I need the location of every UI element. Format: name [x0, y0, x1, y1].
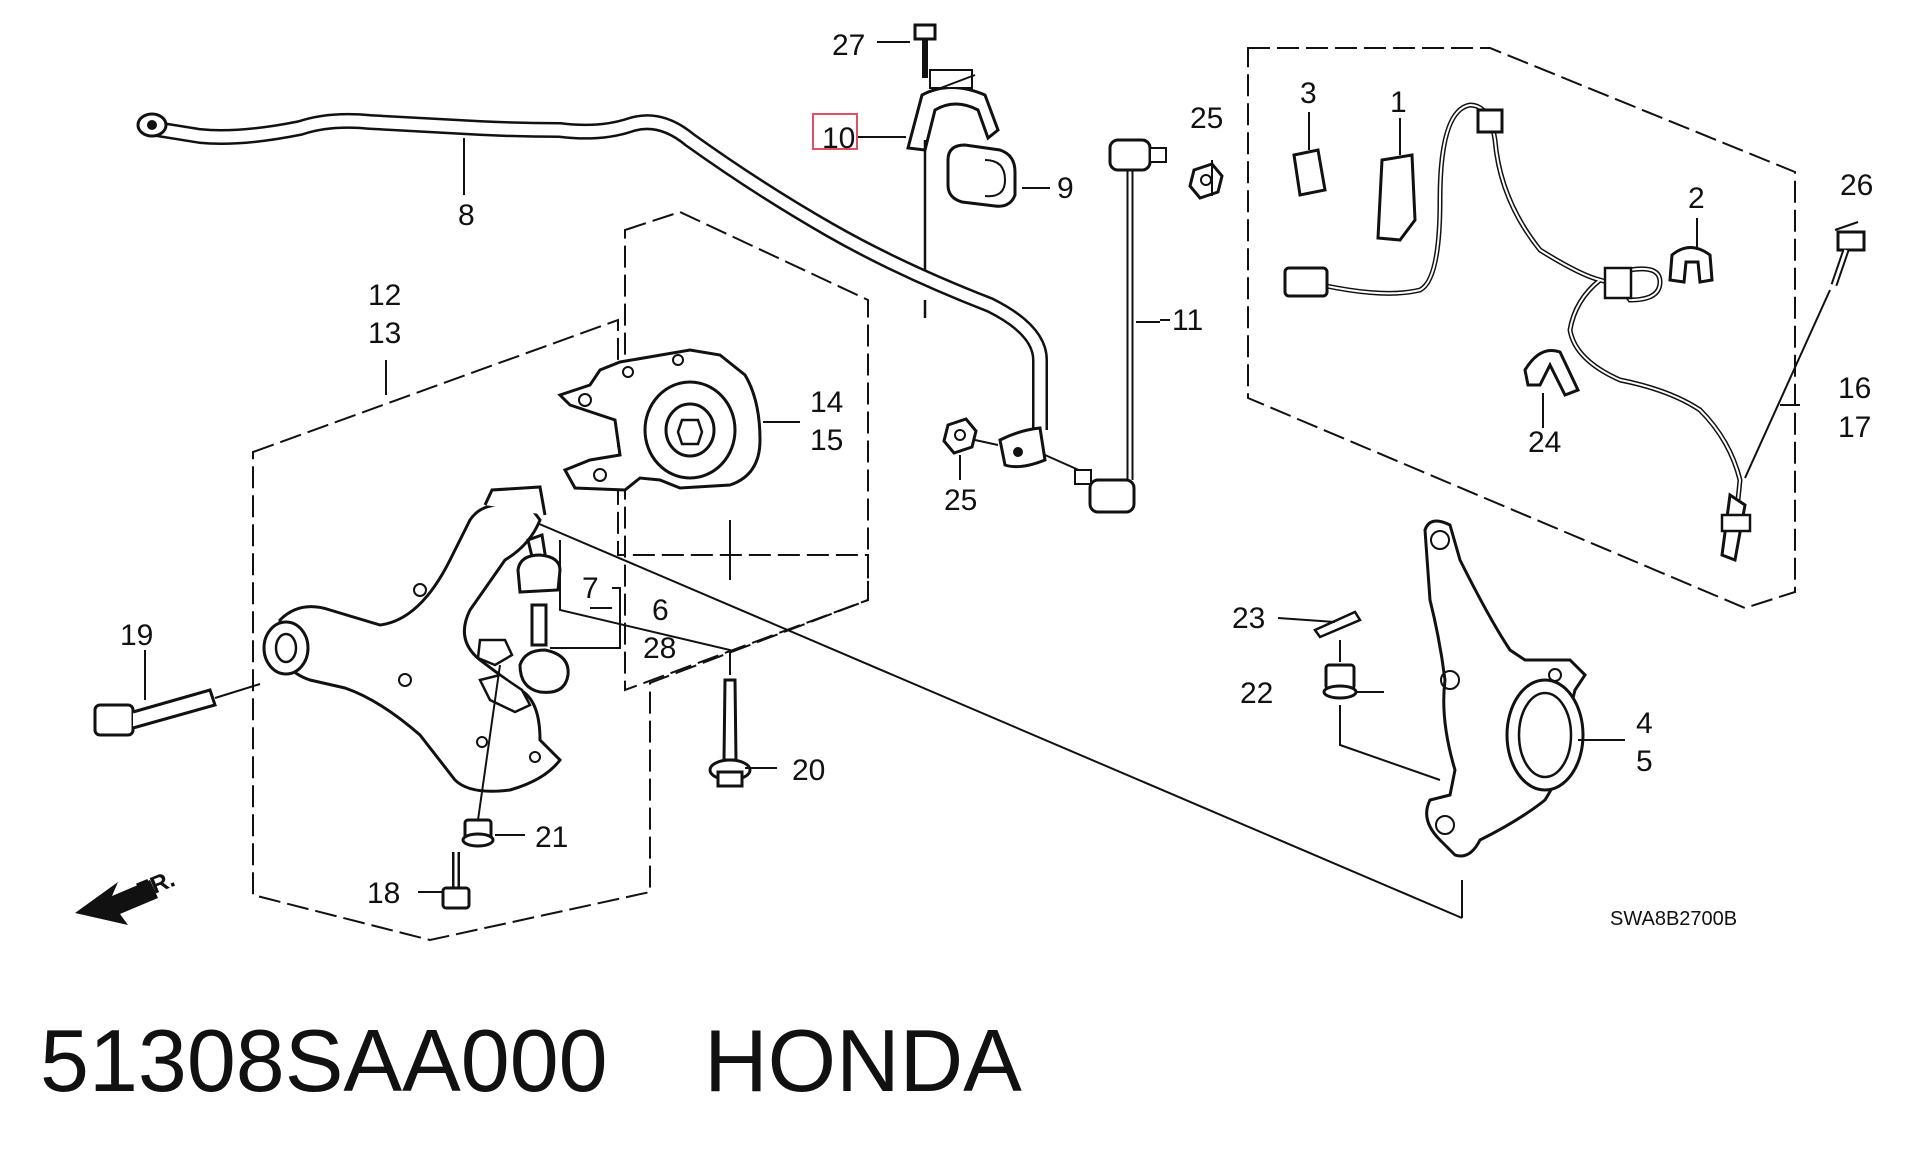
lower-control-arm	[278, 498, 562, 793]
callout-22: 22	[1240, 677, 1273, 710]
front-direction-label: FR.	[133, 866, 179, 906]
diagram-code: SWA8B2700B	[1610, 908, 1737, 930]
part-number: 51308SAA000	[40, 1011, 608, 1110]
callout-10: 10	[822, 122, 855, 155]
callout-13: 13	[368, 317, 401, 350]
stabilizer-bushing	[946, 143, 1017, 208]
callout-6: 6	[652, 594, 669, 627]
clip-24	[1523, 349, 1581, 397]
bolt-20	[708, 678, 752, 788]
callout-8: 8	[458, 199, 475, 232]
bushing-bracket	[906, 86, 1000, 152]
callout-20: 20	[792, 754, 825, 787]
callout-25-top: 25	[1190, 102, 1223, 135]
caption: 51308SAA000 HONDA	[40, 1010, 1022, 1112]
callout-26: 26	[1840, 169, 1873, 202]
callout-12: 12	[368, 279, 401, 312]
callout-21: 21	[535, 821, 568, 854]
bushing-group-frame	[624, 210, 869, 692]
callout-18: 18	[367, 877, 400, 910]
callout-4: 4	[1636, 707, 1653, 740]
callout-27: 27	[832, 29, 865, 62]
callout-5: 5	[1636, 745, 1653, 778]
callout-11: 11	[1172, 304, 1203, 337]
nut-21	[461, 818, 495, 848]
bolt-26	[1830, 230, 1866, 287]
callout-28: 28	[643, 632, 676, 665]
sensor-group-frame	[1247, 47, 1796, 610]
callout-9: 9	[1057, 172, 1074, 205]
clip-1	[1376, 153, 1417, 242]
bolt-18	[441, 852, 471, 910]
callout-14: 14	[810, 386, 843, 419]
clip-3	[1292, 148, 1327, 197]
callout-25-lower: 25	[944, 484, 977, 517]
callout-1: 1	[1390, 86, 1407, 119]
callout-19: 19	[120, 619, 153, 652]
callout-24: 24	[1528, 426, 1561, 459]
cotter-pin-23	[1313, 610, 1362, 639]
callout-17: 17	[1838, 411, 1871, 444]
callout-3: 3	[1300, 77, 1317, 110]
callout-15: 15	[810, 424, 843, 457]
callout-16: 16	[1838, 372, 1871, 405]
sensor-harness	[1299, 102, 1743, 531]
callout-7: 7	[582, 572, 599, 605]
castle-nut-22	[1322, 663, 1358, 700]
bolt-19	[93, 688, 217, 737]
callout-2: 2	[1688, 182, 1705, 215]
brand-name: HONDA	[704, 1011, 1022, 1110]
clip-2	[1668, 246, 1714, 284]
knuckle-leader-line	[529, 519, 1463, 919]
highlight-box	[812, 113, 858, 150]
callout-23: 23	[1232, 602, 1265, 635]
front-direction-arrow: FR.	[75, 866, 179, 925]
